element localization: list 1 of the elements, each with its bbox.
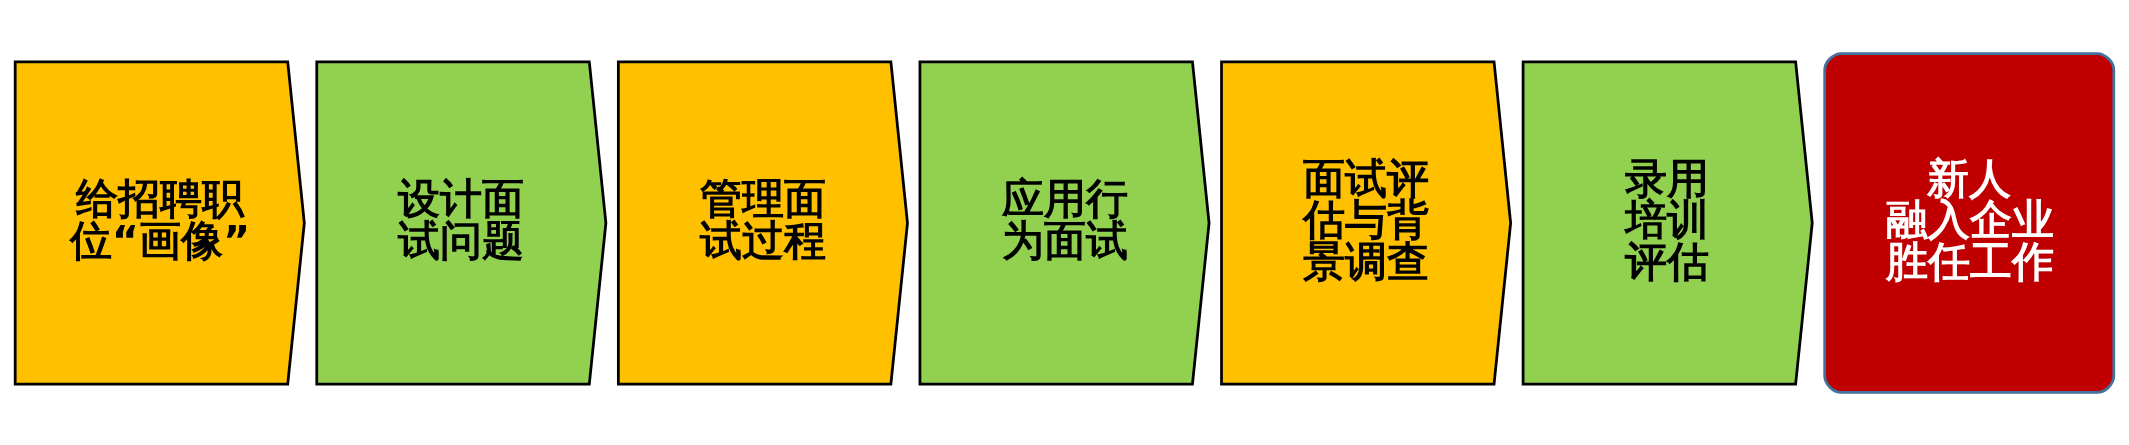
node-box: 新人融入企业胜任工作 bbox=[1823, 51, 2116, 394]
